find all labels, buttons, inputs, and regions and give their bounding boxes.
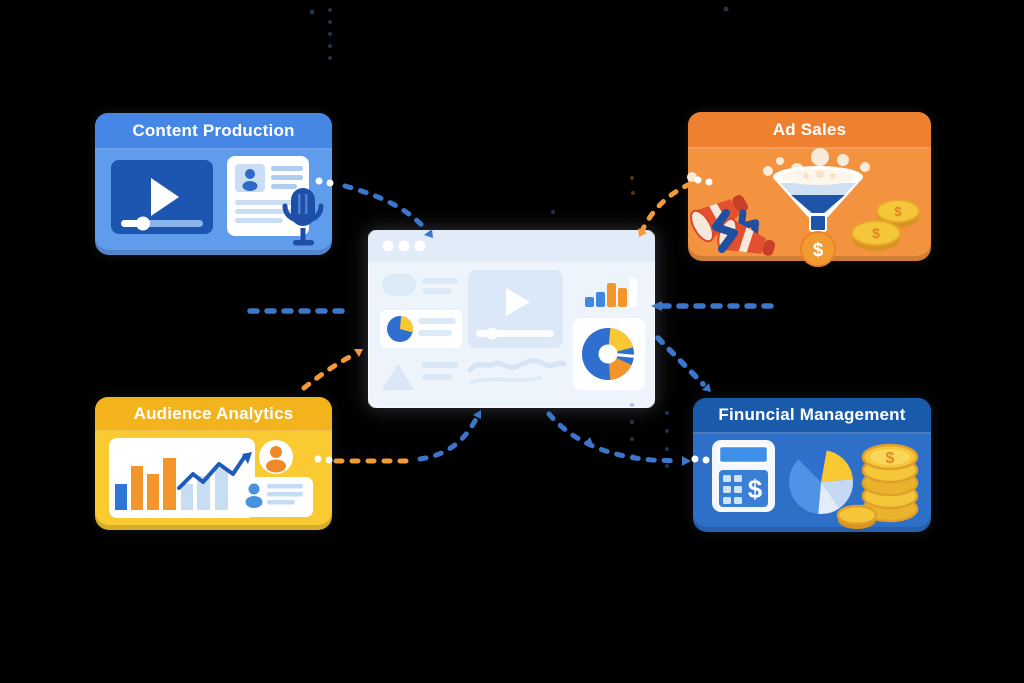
pie-chart-icon — [789, 450, 854, 515]
mini-pie-icon — [380, 310, 462, 348]
sparkle-dots — [687, 148, 870, 182]
content-production-header: Content Production — [95, 113, 332, 150]
megaphone-icon — [690, 195, 776, 256]
audience-analytics-header: Audience Analytics — [95, 397, 332, 432]
connector-ad-sales-to-dashboard — [639, 181, 693, 234]
trend-line-icon — [177, 452, 252, 490]
mountain-widget-icon — [382, 362, 458, 390]
connector-content-production-to-dashboard — [342, 183, 430, 234]
svg-text:$: $ — [872, 225, 880, 241]
ad-sales-header: Ad Sales — [688, 112, 931, 149]
list-widget-icon — [382, 274, 458, 296]
bar-chart-icon — [109, 438, 255, 518]
dashboard-to-financial-diagonal — [655, 335, 706, 387]
funnel-icon — [773, 166, 863, 232]
window-dots — [382, 240, 426, 252]
dashboard-to-financial-curve — [546, 411, 683, 464]
audience-analytics-to-dashboard-curve — [301, 351, 358, 391]
svg-text:$: $ — [886, 450, 895, 467]
audience-analytics-title: Audience Analytics — [133, 403, 294, 423]
line-chart-icon — [467, 358, 567, 384]
calculator-icon: $ — [712, 440, 775, 512]
video-player-icon — [111, 160, 213, 234]
avatar-icon — [259, 440, 293, 474]
svg-text:$: $ — [813, 240, 824, 261]
play-icon — [506, 288, 530, 316]
coin-stack-icon: $ — [836, 443, 919, 529]
donut-chart-icon — [573, 318, 645, 390]
arrowhead — [354, 349, 363, 357]
node-financial-management: Finuncial Management $ — [693, 398, 931, 532]
coin-icon: $ $ — [851, 199, 920, 251]
financial-management-header: Finuncial Management — [693, 398, 931, 434]
svg-text:$: $ — [748, 474, 763, 504]
arrowhead — [682, 456, 691, 466]
node-content-production: Content Production — [95, 113, 332, 255]
ad-sales-title: Ad Sales — [772, 119, 847, 139]
svg-text:$: $ — [894, 204, 902, 219]
arrowhead — [473, 410, 481, 419]
analytics-flow-blue-segment — [417, 416, 479, 462]
arrowhead — [584, 437, 594, 447]
node-audience-analytics: Audience Analytics — [95, 397, 332, 530]
video-player-icon — [468, 270, 563, 348]
financial-management-title: Finuncial Management — [718, 405, 906, 424]
node-ad-sales: Ad Sales — [687, 112, 931, 267]
mini-bar-chart-icon — [585, 278, 637, 307]
microphone-icon — [282, 188, 324, 246]
dashboard-window — [367, 229, 656, 409]
arrowhead — [702, 383, 711, 392]
dollar-coin-icon: $ — [800, 231, 836, 267]
content-production-title: Content Production — [132, 120, 295, 140]
play-icon — [151, 178, 179, 216]
profile-card-icon — [241, 477, 313, 517]
